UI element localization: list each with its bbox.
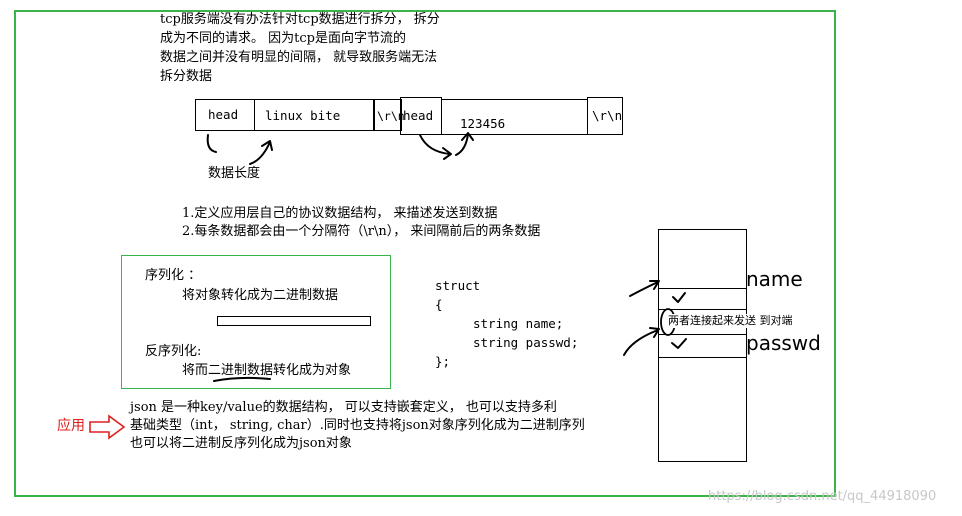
packet-head-label: head (208, 107, 239, 122)
code-line-3: string name; (473, 316, 564, 331)
check-mark-2-icon (671, 338, 687, 349)
data-length-label: 数据长度 (208, 166, 261, 181)
curved-arrow-left-icon (206, 134, 217, 153)
intro-line-4: 拆分数据 (160, 69, 213, 84)
code-line-5: }; (435, 354, 451, 369)
concat-send-note: 两者连接起来发送 到对端 (668, 314, 793, 328)
curved-arrow-right-icon (249, 140, 273, 165)
serialization-box (121, 255, 391, 389)
rule-1: 1.定义应用层自己的协议数据结构， 来描述发送到数据 (182, 206, 498, 221)
packet-body-label-2: 123456 (460, 116, 506, 131)
code-line-1: struct (435, 278, 481, 293)
serialize-desc: 将对象转化成为二进制数据 (182, 288, 339, 303)
field-name-label: name (746, 267, 803, 291)
json-line-2: 基础类型（int， string, char）.同时也支持将json对象序列化成… (130, 418, 585, 433)
application-label: 应用 (57, 418, 85, 434)
packet-sep-label-2: \r\n (592, 108, 623, 123)
check-mark-1-icon (672, 292, 686, 303)
deserialize-desc: 将而二进制数据转化成为对象 (182, 363, 352, 378)
packet-sep-cell: \r\n (374, 99, 405, 131)
serialize-title: 序列化 ： (145, 268, 202, 283)
intro-line-2: 成为不同的请求。 因为tcp是面向字节流的 (160, 31, 406, 46)
red-arrow-icon (89, 414, 126, 440)
rule-2: 2.每条数据都会由一个分隔符（\r\n）， 来间隔前后的两条数据 (182, 224, 541, 239)
passwd-pointer-icon (623, 327, 660, 356)
field-passwd-label: passwd (746, 331, 821, 355)
code-line-2: { (435, 297, 443, 312)
json-line-3: 也可以将二进制反序列化成为json对象 (130, 436, 352, 451)
memory-divider-4 (658, 357, 747, 358)
underline-stroke-icon (213, 376, 271, 382)
watermark: https://blog.csdn.net/qq_44918090 (708, 489, 937, 504)
memory-divider-1 (658, 288, 747, 289)
packet-body-label: linux bite (265, 108, 341, 123)
memory-divider-2 (658, 309, 747, 310)
binary-data-bar (217, 316, 371, 326)
curved-arrow-body2-icon (455, 132, 474, 156)
packet-head-label-2: head (403, 108, 434, 123)
name-pointer-icon (629, 280, 660, 297)
intro-line-3: 数据之间并没有明显的间隔， 就导致服务端无法 (160, 50, 438, 65)
packet-body-cell: linux bite (254, 99, 374, 131)
curved-arrow-head2-icon (419, 134, 452, 160)
intro-line-1: tcp服务端没有办法针对tcp数据进行拆分， 拆分 (160, 12, 440, 27)
memory-block (658, 229, 747, 462)
packet-sep-cell-2: \r\n (587, 97, 623, 135)
code-line-4: string passwd; (473, 335, 579, 350)
outer-frame (14, 10, 836, 497)
packet-sep-label: \r\n (377, 109, 405, 123)
deserialize-title: 反序列化: (145, 344, 202, 359)
memory-divider-3 (658, 334, 747, 335)
json-line-1: json 是一种key/value的数据结构， 可以支持嵌套定义， 也可以支持多… (130, 400, 557, 415)
